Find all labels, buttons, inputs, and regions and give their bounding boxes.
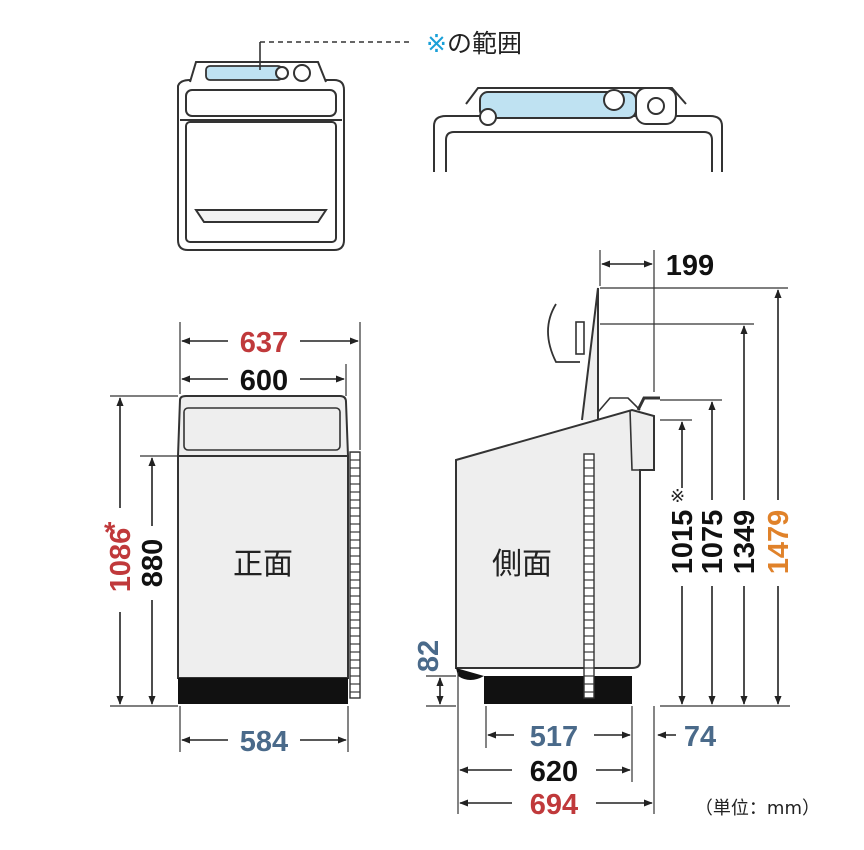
dim-side-620: 620 xyxy=(457,672,631,814)
callout-mark: ※ xyxy=(426,29,447,58)
front-label: 正面 xyxy=(233,547,293,582)
side-body xyxy=(455,287,660,704)
dim-side-height-1479: 1479 xyxy=(763,510,795,575)
dim-front-1086: 1086 * xyxy=(104,395,178,707)
dim-front-584: 584 xyxy=(179,706,349,758)
dim-side-694: 694 xyxy=(459,706,655,821)
dim-front-width-outer: 637 xyxy=(240,327,288,359)
dim-side-lid-offset: 199 xyxy=(666,250,714,282)
dim-side-74: 74 xyxy=(657,721,716,753)
dim-side-heights: 1015 ※ 1075 1349 1479 xyxy=(600,287,795,707)
dim-side-height-1349: 1349 xyxy=(729,510,761,575)
top-view-front xyxy=(177,61,345,251)
front-body xyxy=(176,395,361,704)
dim-side-height-1075: 1075 xyxy=(697,510,729,575)
dim-front-height-lid-mark: * xyxy=(104,517,116,549)
dim-front-width-base: 584 xyxy=(240,726,288,758)
side-label: 側面 xyxy=(492,547,552,582)
dim-front-600: 600 xyxy=(181,364,347,397)
top-view-side xyxy=(433,87,723,172)
unit-note: （単位：mm） xyxy=(695,798,820,819)
callout-text: の範囲 xyxy=(447,29,522,58)
dim-side-depth-total: 694 xyxy=(530,789,578,821)
dim-side-depth-body: 620 xyxy=(530,756,578,788)
dim-side-82: 82 xyxy=(413,640,456,707)
dim-side-199: 199 xyxy=(599,250,714,392)
dim-side-height-1015-mark: ※ xyxy=(670,486,685,507)
dim-front-height-lid: 1086 xyxy=(105,528,137,593)
dim-front-637: 637 xyxy=(179,322,361,450)
dim-front-width-body: 600 xyxy=(240,365,288,397)
dim-side-clearance: 82 xyxy=(413,640,445,672)
callout-label: ※の範囲 xyxy=(426,29,522,58)
dim-side-depth-base: 517 xyxy=(530,721,578,753)
dim-front-height-body: 880 xyxy=(137,539,169,587)
dim-front-880: 880 xyxy=(137,455,178,705)
dim-side-height-1015: 1015 xyxy=(667,510,699,575)
dim-side-hose: 74 xyxy=(684,721,716,753)
dim-side-517: 517 xyxy=(485,706,633,782)
